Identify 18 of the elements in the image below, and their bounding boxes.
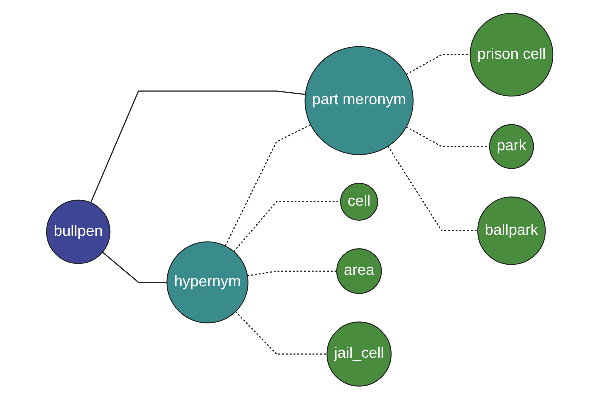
connector <box>248 270 337 277</box>
node-circle: prison cell <box>470 13 554 97</box>
connector <box>406 54 470 76</box>
connector <box>225 124 312 246</box>
connector <box>102 252 168 284</box>
node-circle: part meronym <box>304 46 414 156</box>
node-circle: area <box>336 248 382 294</box>
node-circle: cell <box>340 182 378 221</box>
node-circle: jail_cell <box>326 322 392 387</box>
connector <box>234 201 341 252</box>
connector <box>388 146 478 232</box>
node-circle: ballpark <box>478 196 546 266</box>
node-circle: bullpen <box>46 200 111 264</box>
connector <box>235 311 328 355</box>
node-circle: park <box>489 124 534 170</box>
connector <box>90 90 306 204</box>
connector <box>406 126 490 148</box>
node-circle: hypernym <box>166 242 249 324</box>
